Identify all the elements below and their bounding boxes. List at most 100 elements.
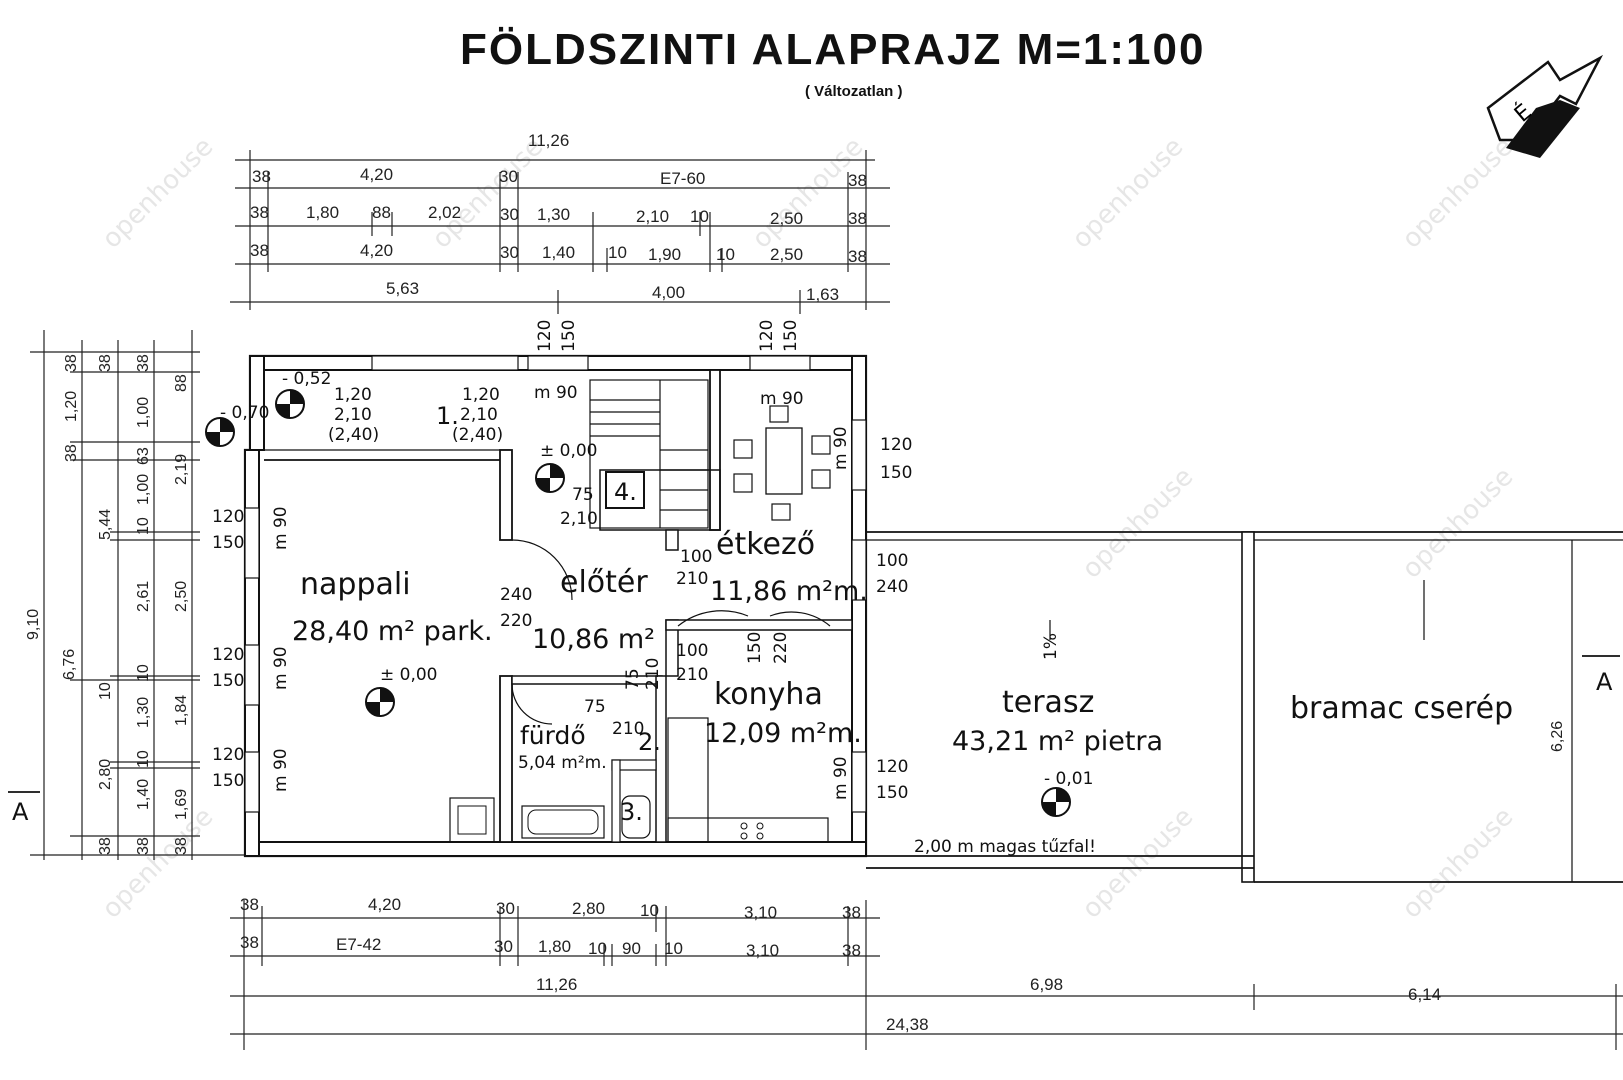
watermark: openhouse (97, 132, 220, 255)
dim-label: 1,40 (542, 243, 575, 262)
room-name-bramac: bramac cserép (1290, 691, 1513, 726)
opening-label: 120 (212, 645, 244, 665)
dim-label: 4,20 (360, 241, 393, 260)
dim-label: 5,44 (97, 509, 114, 540)
opening-label: 100 (680, 547, 712, 567)
level-marker: ± 0,00 (365, 665, 438, 717)
dim-overall-top: 11,26 (528, 131, 569, 150)
dim-label: 38 (848, 209, 867, 228)
room-name-eloter: előtér (560, 565, 648, 600)
room-area-etkezo: 11,86 m²m. (710, 576, 868, 607)
terrace-outline: 1% 2,00 m magas tűzfal! 6,26 (866, 531, 1623, 883)
dim-label: 1,40 (135, 779, 152, 810)
bottom-dimensions: 38 4,20 30 2,80 10 3,10 38 38 E7-42 30 1… (230, 895, 1623, 1050)
level-label: - 0,01 (1044, 769, 1093, 789)
dim-label: 6,98 (1030, 975, 1063, 994)
opening-label: 210 (676, 665, 708, 685)
dim-label: 3,10 (744, 903, 777, 922)
staircase: 4. (589, 379, 709, 529)
dim-label: 2,50 (770, 209, 803, 228)
level-label: ± 0,00 (380, 665, 438, 685)
dim-label: 10 (135, 664, 152, 682)
dim-label: 38 (97, 354, 114, 372)
dim-label: 24,38 (886, 1015, 929, 1034)
opening-label: m 90 (760, 389, 804, 409)
dim-label: 2,80 (572, 899, 605, 918)
opening-label: 240 (876, 577, 908, 597)
dim-label: 2,50 (173, 581, 190, 612)
dim-label: 6,76 (61, 649, 78, 680)
dim-label: 10 (664, 939, 683, 958)
opening-label: 120 (876, 757, 908, 777)
opening-label: 150 (212, 533, 244, 553)
dim-label: 4,20 (368, 895, 401, 914)
dim-label: 2,50 (770, 245, 803, 264)
dim-label: 2,02 (428, 203, 461, 222)
opening-label: 120 (535, 320, 555, 352)
opening-label: 210 (676, 569, 708, 589)
dim-label: 38 (250, 241, 269, 260)
watermark: openhouse (747, 132, 870, 255)
dim-label: 1,90 (648, 245, 681, 264)
dim-label: 1,63 (806, 285, 839, 304)
firewall-note: 2,00 m magas tűzfal! (914, 837, 1096, 857)
dim-label: 1,30 (537, 205, 570, 224)
level-marker: - 0,70 (205, 403, 269, 447)
opening-label: m 90 (831, 426, 851, 470)
toilet (621, 795, 651, 839)
dim-label: 90 (622, 939, 641, 958)
level-marker: - 0,52 (275, 369, 331, 419)
dim-label: 10 (588, 939, 607, 958)
dim-label: 2,61 (135, 581, 152, 612)
section-mark-right: A (1582, 655, 1620, 696)
dim-label: 88 (372, 203, 391, 222)
opening-label: m 90 (271, 646, 291, 690)
room-number-3: 3. (620, 798, 643, 826)
dim-label: 1,84 (173, 695, 190, 726)
opening-label: 2,10 (560, 509, 598, 529)
room-name-terasz: terasz (1002, 685, 1094, 720)
dim-label: 30 (500, 243, 519, 262)
dim-label: 2,19 (173, 454, 190, 485)
dim-label: 38 (135, 354, 152, 372)
room-name-furdo: fürdő (520, 721, 586, 750)
opening-label: 220 (500, 611, 532, 631)
dim-label: 38 (842, 941, 861, 960)
north-arrow-icon: É (1486, 54, 1604, 158)
opening-label: 100 (876, 551, 908, 571)
opening-label: 100 (676, 641, 708, 661)
room-number-4: 4. (614, 478, 637, 506)
opening-label: 2,10 (460, 405, 498, 425)
dim-label: 38 (240, 895, 259, 914)
level-label: - 0,52 (282, 369, 331, 389)
dim-label: 10 (97, 682, 114, 700)
level-label: ± 0,00 (540, 441, 598, 461)
opening-label: m 90 (831, 756, 851, 800)
opening-label: 75 (572, 485, 594, 505)
watermark: openhouse (97, 802, 220, 925)
opening-label: 210 (643, 658, 663, 690)
slope-label: 1% (1041, 633, 1061, 660)
room-name-konyha: konyha (714, 677, 823, 712)
room-area-eloter: 10,86 m² (532, 624, 655, 655)
dim-label: 2,80 (97, 759, 114, 790)
opening-label: 220 (771, 632, 791, 664)
opening-label: m 90 (534, 383, 578, 403)
dim-label: 11,26 (536, 975, 577, 994)
level-label: - 0,70 (220, 403, 269, 423)
dim-label: 10 (640, 901, 659, 920)
dim-label: 38 (842, 903, 861, 922)
dim-label: 38 (135, 837, 152, 855)
stove (449, 797, 495, 843)
level-marker: - 0,01 (1041, 769, 1093, 817)
opening-label: 210 (612, 719, 644, 739)
opening-label: 150 (876, 783, 908, 803)
dim-label: 10 (690, 207, 709, 226)
door-swings (511, 539, 831, 725)
room-area-furdo: 5,04 m²m. (518, 753, 607, 773)
plan-subtitle: ( Változatlan ) (805, 83, 903, 100)
section-label: A (12, 798, 29, 826)
dim-label: 1,00 (135, 474, 152, 505)
dim-label: 10 (716, 245, 735, 264)
